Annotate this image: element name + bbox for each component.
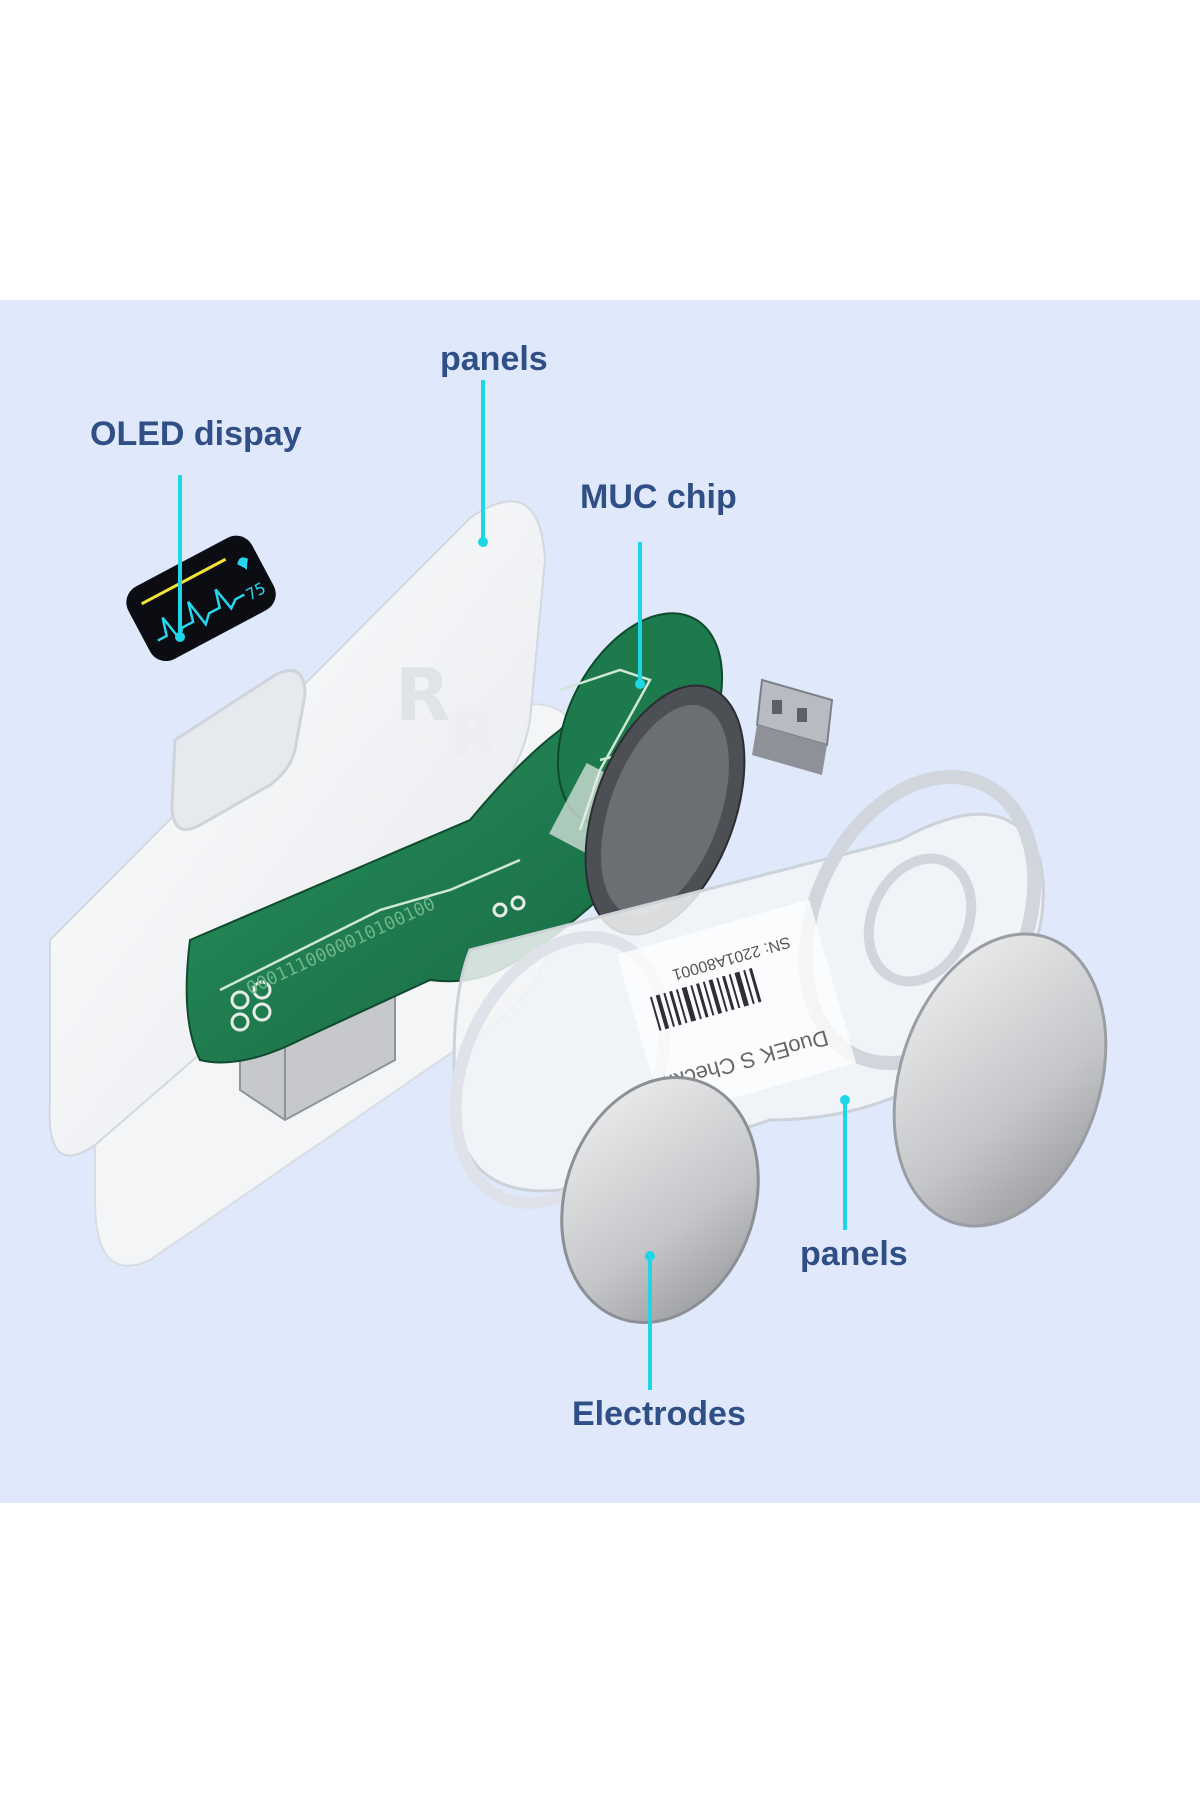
device-label: SN: 2201A80001 DuoEK S CheckMe [616,899,857,1119]
exploded-device-illustration: R R 75 [48,380,1108,1390]
oled-display: 75 [126,535,276,662]
r-logo: R [395,653,450,737]
leader-lines [175,380,850,1390]
label-muc-chip: MUC chip [580,478,737,516]
usb-connector [752,678,834,775]
label-oled-display: OLED dispay [90,415,302,453]
panel-window [170,669,307,831]
top-panel [48,500,547,1157]
r-logo-back: R [450,700,496,770]
electrode-right [892,932,1108,1228]
electrode-bottom [560,1076,760,1324]
label-electrodes: Electrodes [572,1395,746,1433]
label-panels-top: panels [440,340,548,378]
diagram-panel: R R 75 [0,300,1200,1503]
label-panels-bottom: panels [800,1235,908,1273]
